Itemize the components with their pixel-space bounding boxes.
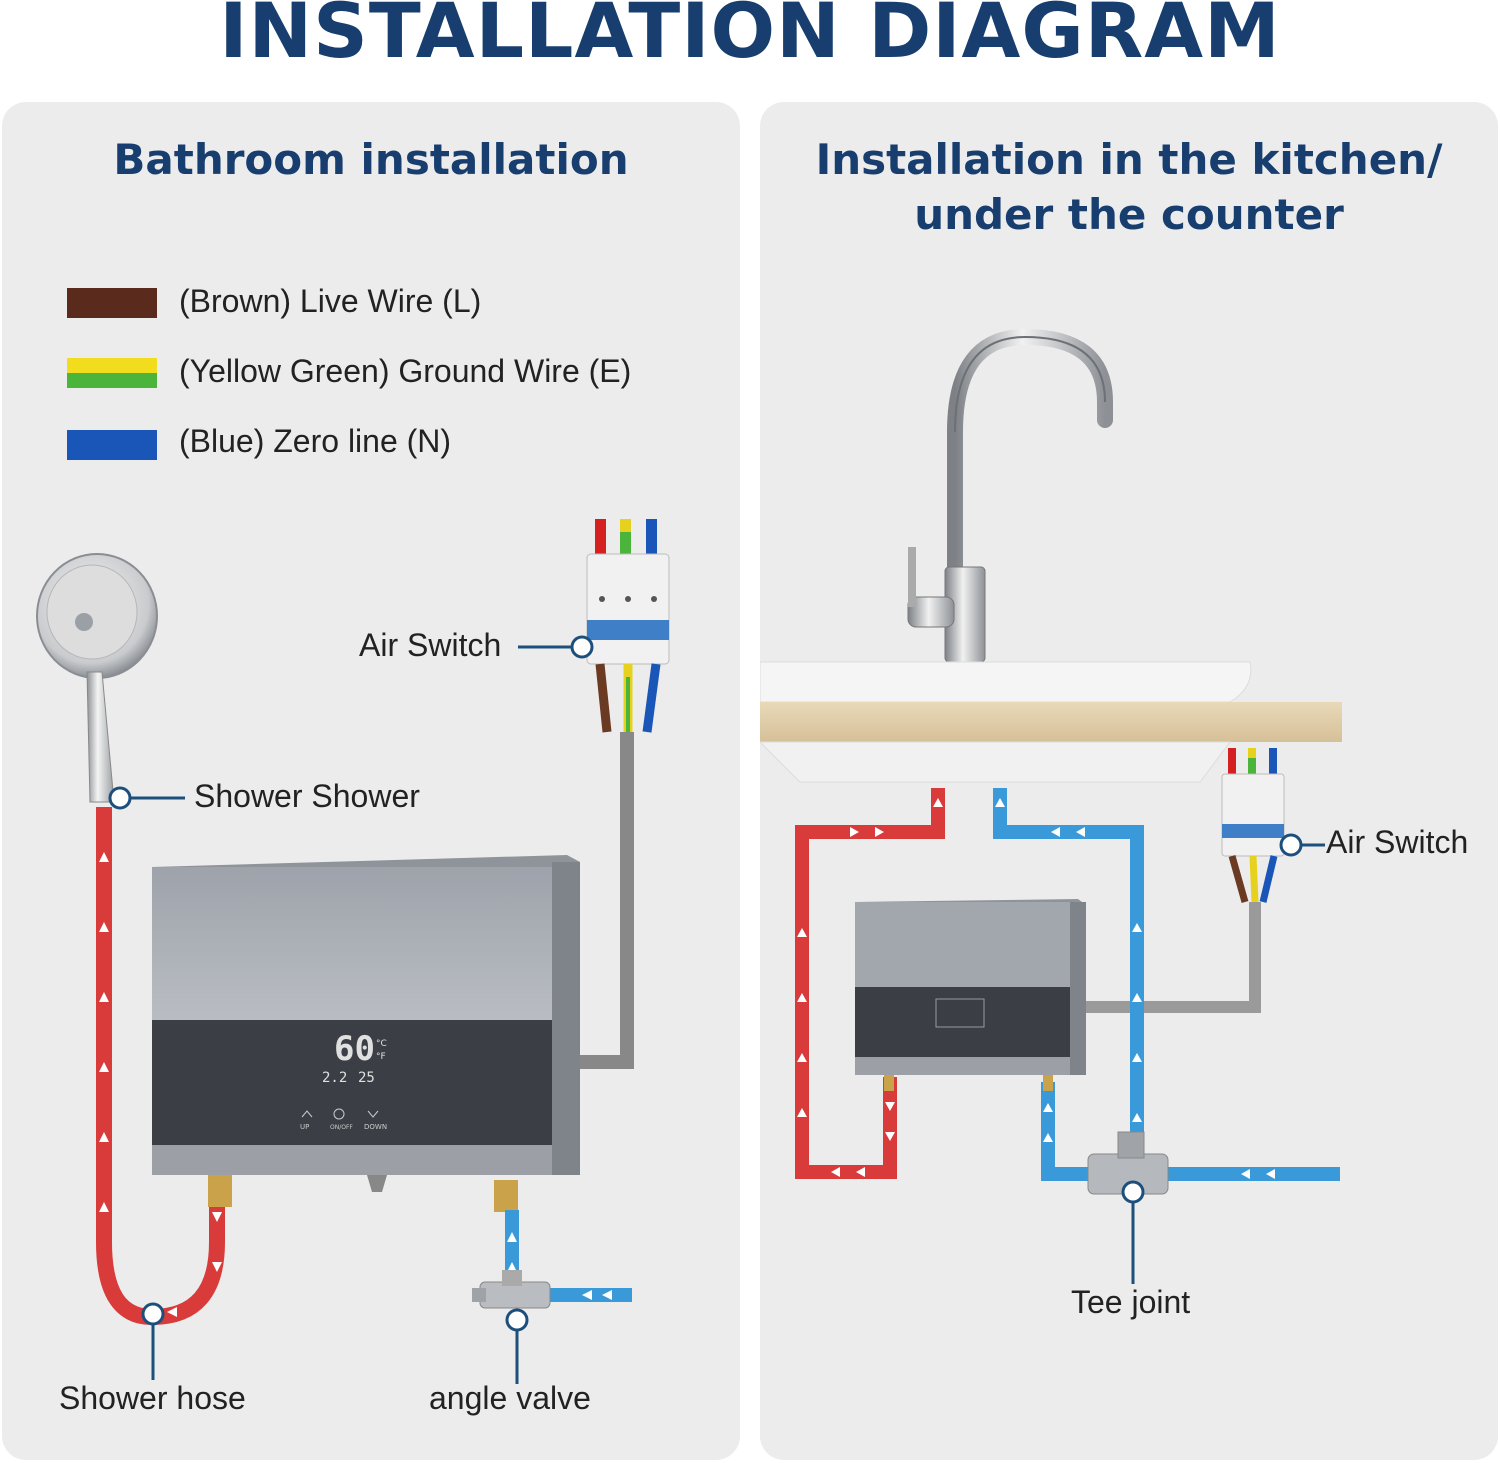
button-onoff-label: ON/OFF (330, 1124, 353, 1131)
cold-faucet-pipe (993, 788, 1144, 1174)
kitchen-callouts (1121, 833, 1325, 1284)
angle-valve (472, 1270, 551, 1309)
label-angle-valve: angle valve (429, 1380, 591, 1416)
faucet (907, 328, 1113, 668)
callouts (108, 635, 594, 1384)
power-cable (577, 732, 634, 1069)
display-flow: 2.2 (322, 1070, 347, 1086)
yellow-green-wire-swatch (67, 358, 157, 388)
tee-joint (1087, 1131, 1169, 1195)
display-unit-c: °C (376, 1039, 387, 1049)
water-heater-kitchen (855, 899, 1086, 1091)
label-shower-hose: Shower hose (59, 1380, 246, 1416)
page-title: INSTALLATION DIAGRAM (219, 0, 1281, 75)
legend-ground-wire: (Yellow Green) Ground Wire (E) (179, 353, 632, 389)
air-switch-right (1221, 748, 1285, 903)
legend-zero-line: (Blue) Zero line (N) (179, 423, 452, 459)
blue-wire-swatch (67, 430, 157, 460)
display-temperature: 60 (334, 1029, 375, 1069)
label-shower: Shower Shower (194, 778, 420, 814)
power-cable-kitchen (1085, 902, 1261, 1013)
kitchen-title-line2: under the counter (914, 190, 1344, 239)
water-heater: 60 °C °F 2.2 25 UP ON/OFF DOWN (152, 855, 580, 1212)
bathroom-diagram: 60 °C °F 2.2 25 UP ON/OFF DOWN (36, 519, 670, 1384)
label-air-switch-kitchen: Air Switch (1326, 824, 1469, 860)
display-inlet-temp: 25 (358, 1070, 375, 1086)
kitchen-panel: Installation in the kitchen/ under the c… (760, 102, 1498, 1460)
display-unit-f: °F (376, 1052, 386, 1062)
bathroom-title: Bathroom installation (113, 135, 629, 184)
legend-live-wire: (Brown) Live Wire (L) (179, 283, 482, 319)
label-tee-joint: Tee joint (1071, 1284, 1191, 1320)
button-down-label: DOWN (364, 1123, 387, 1131)
label-air-switch: Air Switch (359, 627, 502, 663)
bathroom-panel: Bathroom installation (Brown) Live Wire … (2, 102, 740, 1460)
button-up-label: UP (300, 1123, 309, 1131)
sink (760, 661, 1252, 703)
brown-wire-swatch (67, 288, 157, 318)
air-switch-left (586, 519, 670, 733)
counter (760, 702, 1342, 742)
kitchen-diagram (760, 328, 1342, 1284)
kitchen-title-line1: Installation in the kitchen/ (815, 135, 1443, 184)
shower-head (36, 553, 158, 803)
